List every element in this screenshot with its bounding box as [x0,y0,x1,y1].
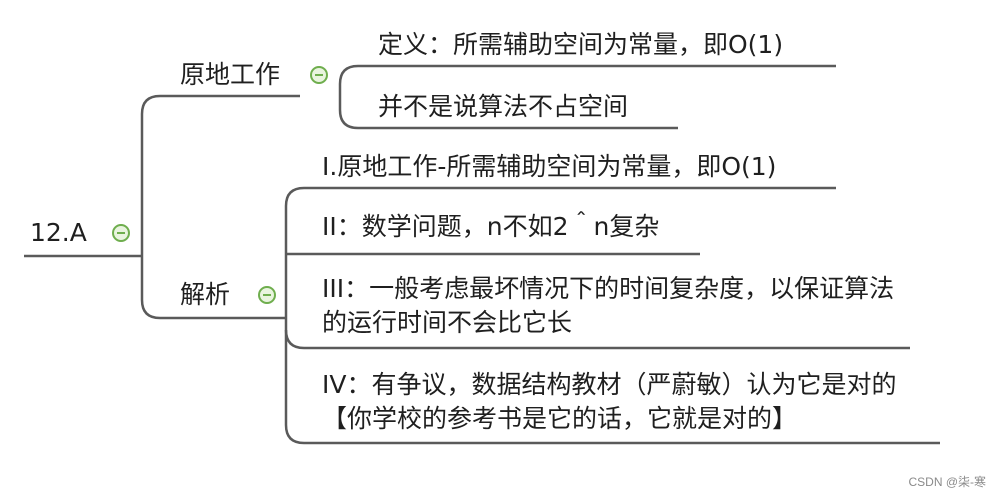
minus-circle-icon[interactable] [258,286,276,304]
watermark: CSDN @柒-寒 [908,475,986,489]
leaf-node[interactable]: IV：有争议，数据结构教材（严蔚敏）认为它是对的【你学校的参考书是它的话，它就是… [322,368,922,436]
leaf-label: III：一般考虑最坏情况下的时间复杂度，以保证算法的运行时间不会比它长 [322,274,895,337]
root-trunk [140,94,300,256]
leaf-label: I.原地工作-所需辅助空间为常量，即O(1) [322,152,777,181]
root-node[interactable]: 12.A [30,216,87,250]
leaf-label: II：数学问题，n不如2＾n复杂 [322,212,660,241]
leaf-label: IV：有争议，数据结构教材（严蔚敏）认为它是对的【你学校的参考书是它的话，它就是… [322,370,897,433]
leaf-node[interactable]: II：数学问题，n不如2＾n复杂 [322,210,659,244]
leaf-node[interactable]: 并不是说算法不占空间 [378,90,628,124]
branch1-bracket-lower [338,96,678,130]
leaf-node[interactable]: 定义：所需辅助空间为常量，即O(1) [378,28,783,62]
leaf-node[interactable]: III：一般考虑最坏情况下的时间复杂度，以保证算法的运行时间不会比它长 [322,272,902,340]
leaf-label: 定义：所需辅助空间为常量，即O(1) [378,30,784,59]
branch-node-inplace[interactable]: 原地工作 [180,58,280,92]
branch1-bracket [338,64,836,96]
branch-node-analysis[interactable]: 解析 [180,278,230,312]
leaf-node[interactable]: I.原地工作-所需辅助空间为常量，即O(1) [322,150,776,184]
branch-label: 解析 [180,280,231,309]
root-label: 12.A [30,218,87,247]
branch2-bracket-lower [284,330,940,445]
minus-circle-icon[interactable] [310,66,328,84]
leaf-label: 并不是说算法不占空间 [378,92,629,121]
root-trunk-lower [140,256,286,320]
minus-circle-icon[interactable] [112,224,130,242]
branch2-bracket [284,186,836,318]
branch-label: 原地工作 [180,60,281,89]
